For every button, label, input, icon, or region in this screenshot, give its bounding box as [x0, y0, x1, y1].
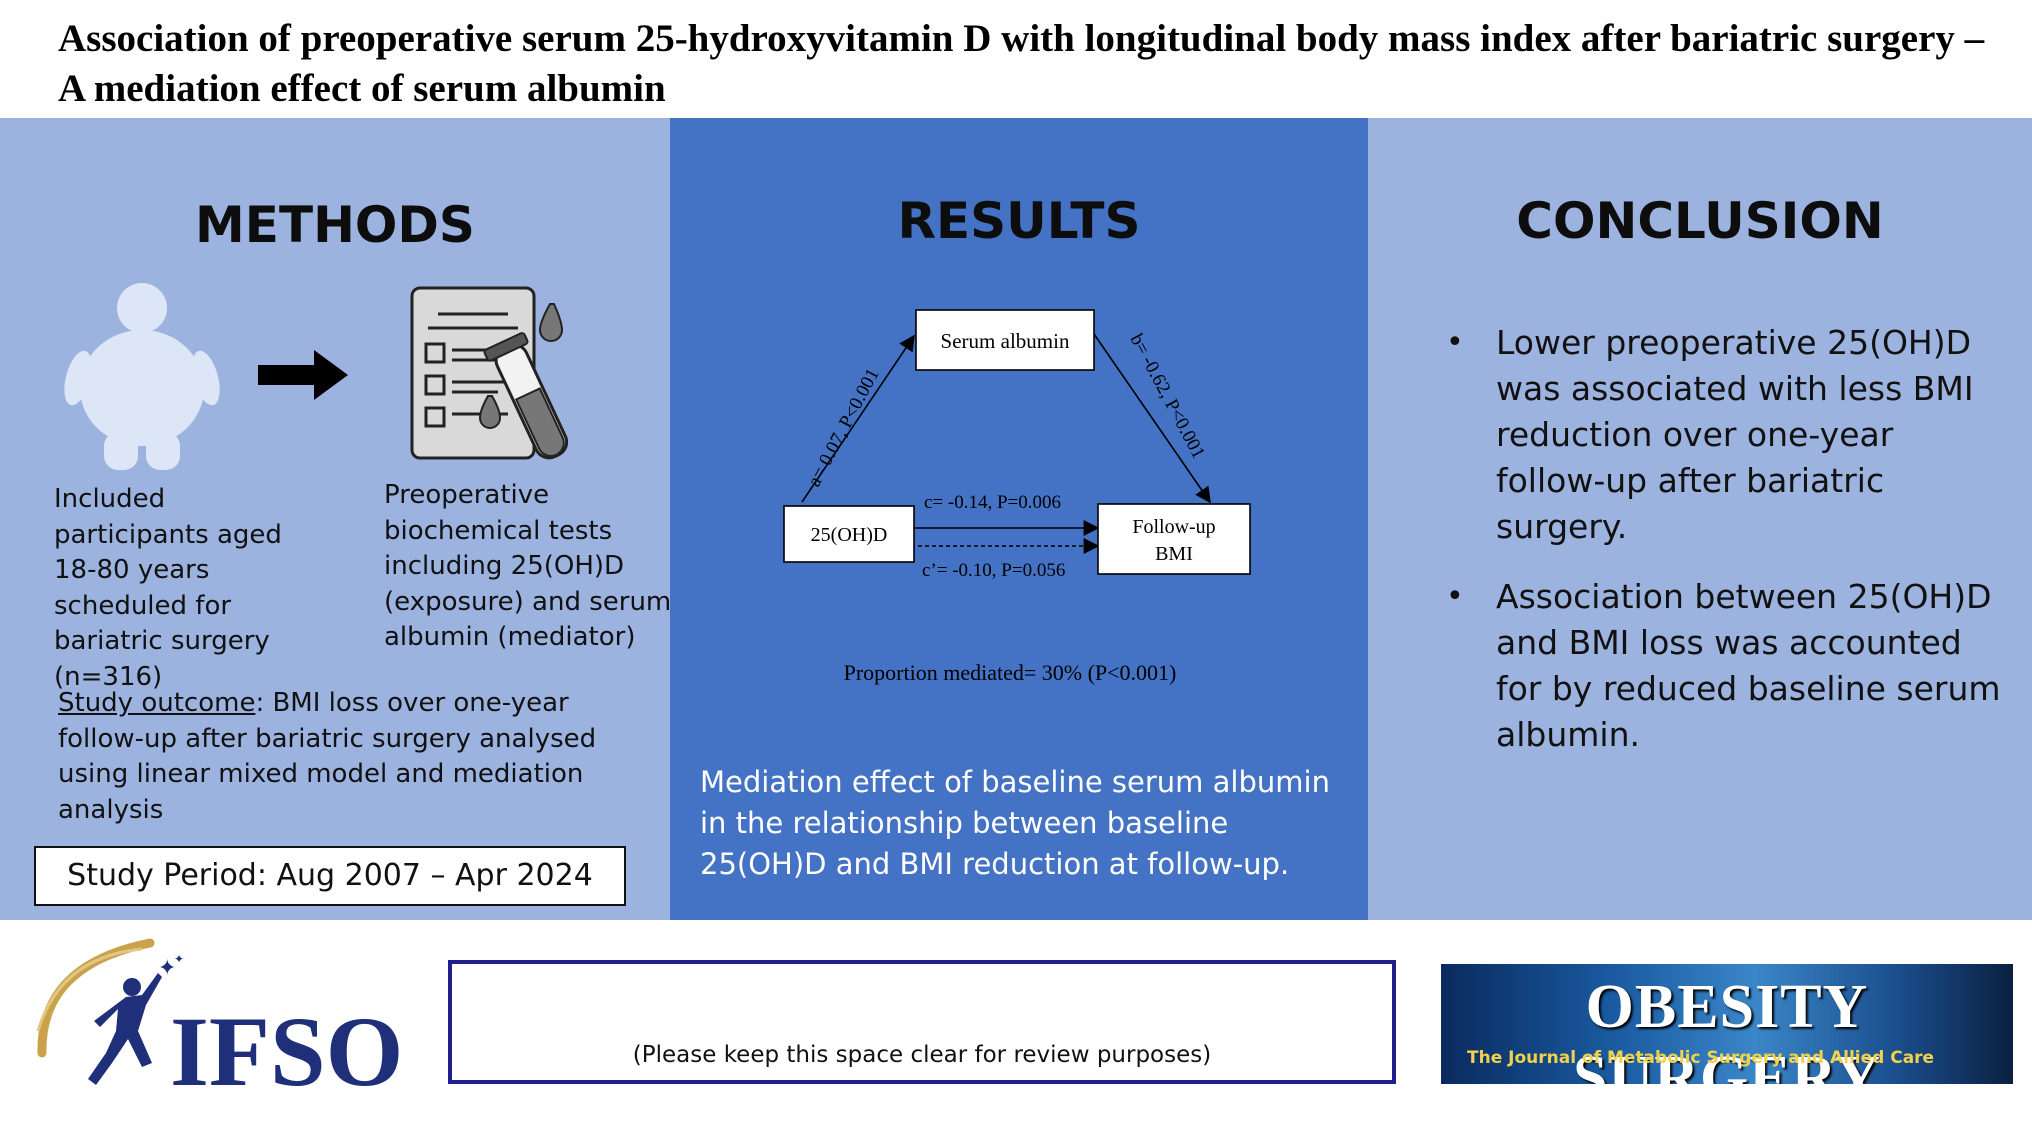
conclusion-bullet: • Lower preoperative 25(OH)D was associa…: [1408, 320, 2008, 550]
svg-text:✦: ✦: [158, 956, 176, 981]
outcome-label-line1: Follow-up: [1132, 516, 1215, 538]
mediation-diagram: Serum albumin 25(OH)D Follow-up BMI a= 0…: [783, 309, 1251, 685]
conclusion-panel: CONCLUSION • Lower preoperative 25(OH)D …: [1368, 118, 2032, 920]
study-outcome-label: Study outcome: [58, 688, 256, 718]
proportion-mediated: Proportion mediated= 30% (P<0.001): [844, 660, 1177, 685]
ifso-logo-text: IFSO: [170, 996, 403, 1100]
study-period-box: Study Period: Aug 2007 – Apr 2024: [34, 846, 626, 906]
ifso-logo: ✦ ✦ IFSO: [36, 938, 403, 1100]
participants-text: Included participants aged 18-80 years s…: [54, 484, 282, 692]
review-space-note: (Please keep this space clear for review…: [632, 1042, 1212, 1068]
methods-panel: METHODS Included participants aged 18-80: [0, 118, 671, 920]
methods-heading: METHODS: [195, 196, 475, 254]
svg-text:✦: ✦: [174, 952, 184, 966]
review-space-box: (Please keep this space clear for review…: [448, 960, 1396, 1084]
poster-title: Association of preoperative serum 25-hyd…: [58, 17, 1985, 110]
outcome-box: Follow-up BMI: [1097, 503, 1251, 575]
results-heading: RESULTS: [897, 192, 1141, 250]
obesity-surgery-journal-logo: OBESITY SURGERY The Journal of Metabolic…: [1441, 964, 2013, 1084]
bullet-dot-icon: •: [1446, 325, 1464, 360]
exposure-box: 25(OH)D: [783, 505, 915, 563]
lab-test-clipboard-icon: [410, 286, 568, 460]
journal-name: OBESITY SURGERY: [1573, 973, 1881, 1084]
mediator-box: Serum albumin: [915, 309, 1095, 371]
right-arrow-icon: [258, 350, 348, 400]
conclusion-list: • Lower preoperative 25(OH)D was associa…: [1408, 320, 2008, 782]
results-panel: RESULTS Serum albumin 25(OH)D Follow-up …: [670, 118, 1368, 920]
journal-tagline: The Journal of Metabolic Surgery and All…: [1467, 1048, 1935, 1068]
obese-person-icon: [64, 283, 220, 470]
study-outcome-description: : BMI loss over one-year follow-up after…: [58, 688, 597, 825]
outcome-label-line2: BMI: [1155, 543, 1193, 565]
results-caption: Mediation effect of baseline serum album…: [700, 765, 1330, 881]
path-a-label: a= 0.07, P<0.001: [804, 365, 884, 490]
study-outcome-text: Study outcome: BMI loss over one-year fo…: [58, 686, 618, 828]
path-b-arrow: [1093, 333, 1211, 504]
biochemical-tests-text: Preoperative biochemical tests including…: [384, 480, 672, 652]
exposure-label: 25(OH)D: [811, 524, 888, 546]
mediator-label: Serum albumin: [941, 329, 1070, 353]
conclusion-bullet: • Association between 25(OH)D and BMI lo…: [1408, 574, 2008, 758]
path-c-prime-label: c’= -0.10, P=0.056: [922, 560, 1065, 581]
conclusion-bullet-text: Association between 25(OH)D and BMI loss…: [1496, 577, 2001, 754]
path-c-label: c= -0.14, P=0.006: [924, 492, 1061, 513]
conclusion-heading: CONCLUSION: [1516, 192, 1884, 250]
path-a-arrow: [801, 334, 915, 503]
bullet-dot-icon: •: [1446, 579, 1464, 614]
path-b-label: b= -0.62, P<0.001: [1126, 330, 1209, 462]
conclusion-bullet-text: Lower preoperative 25(OH)D was associate…: [1496, 323, 1974, 546]
